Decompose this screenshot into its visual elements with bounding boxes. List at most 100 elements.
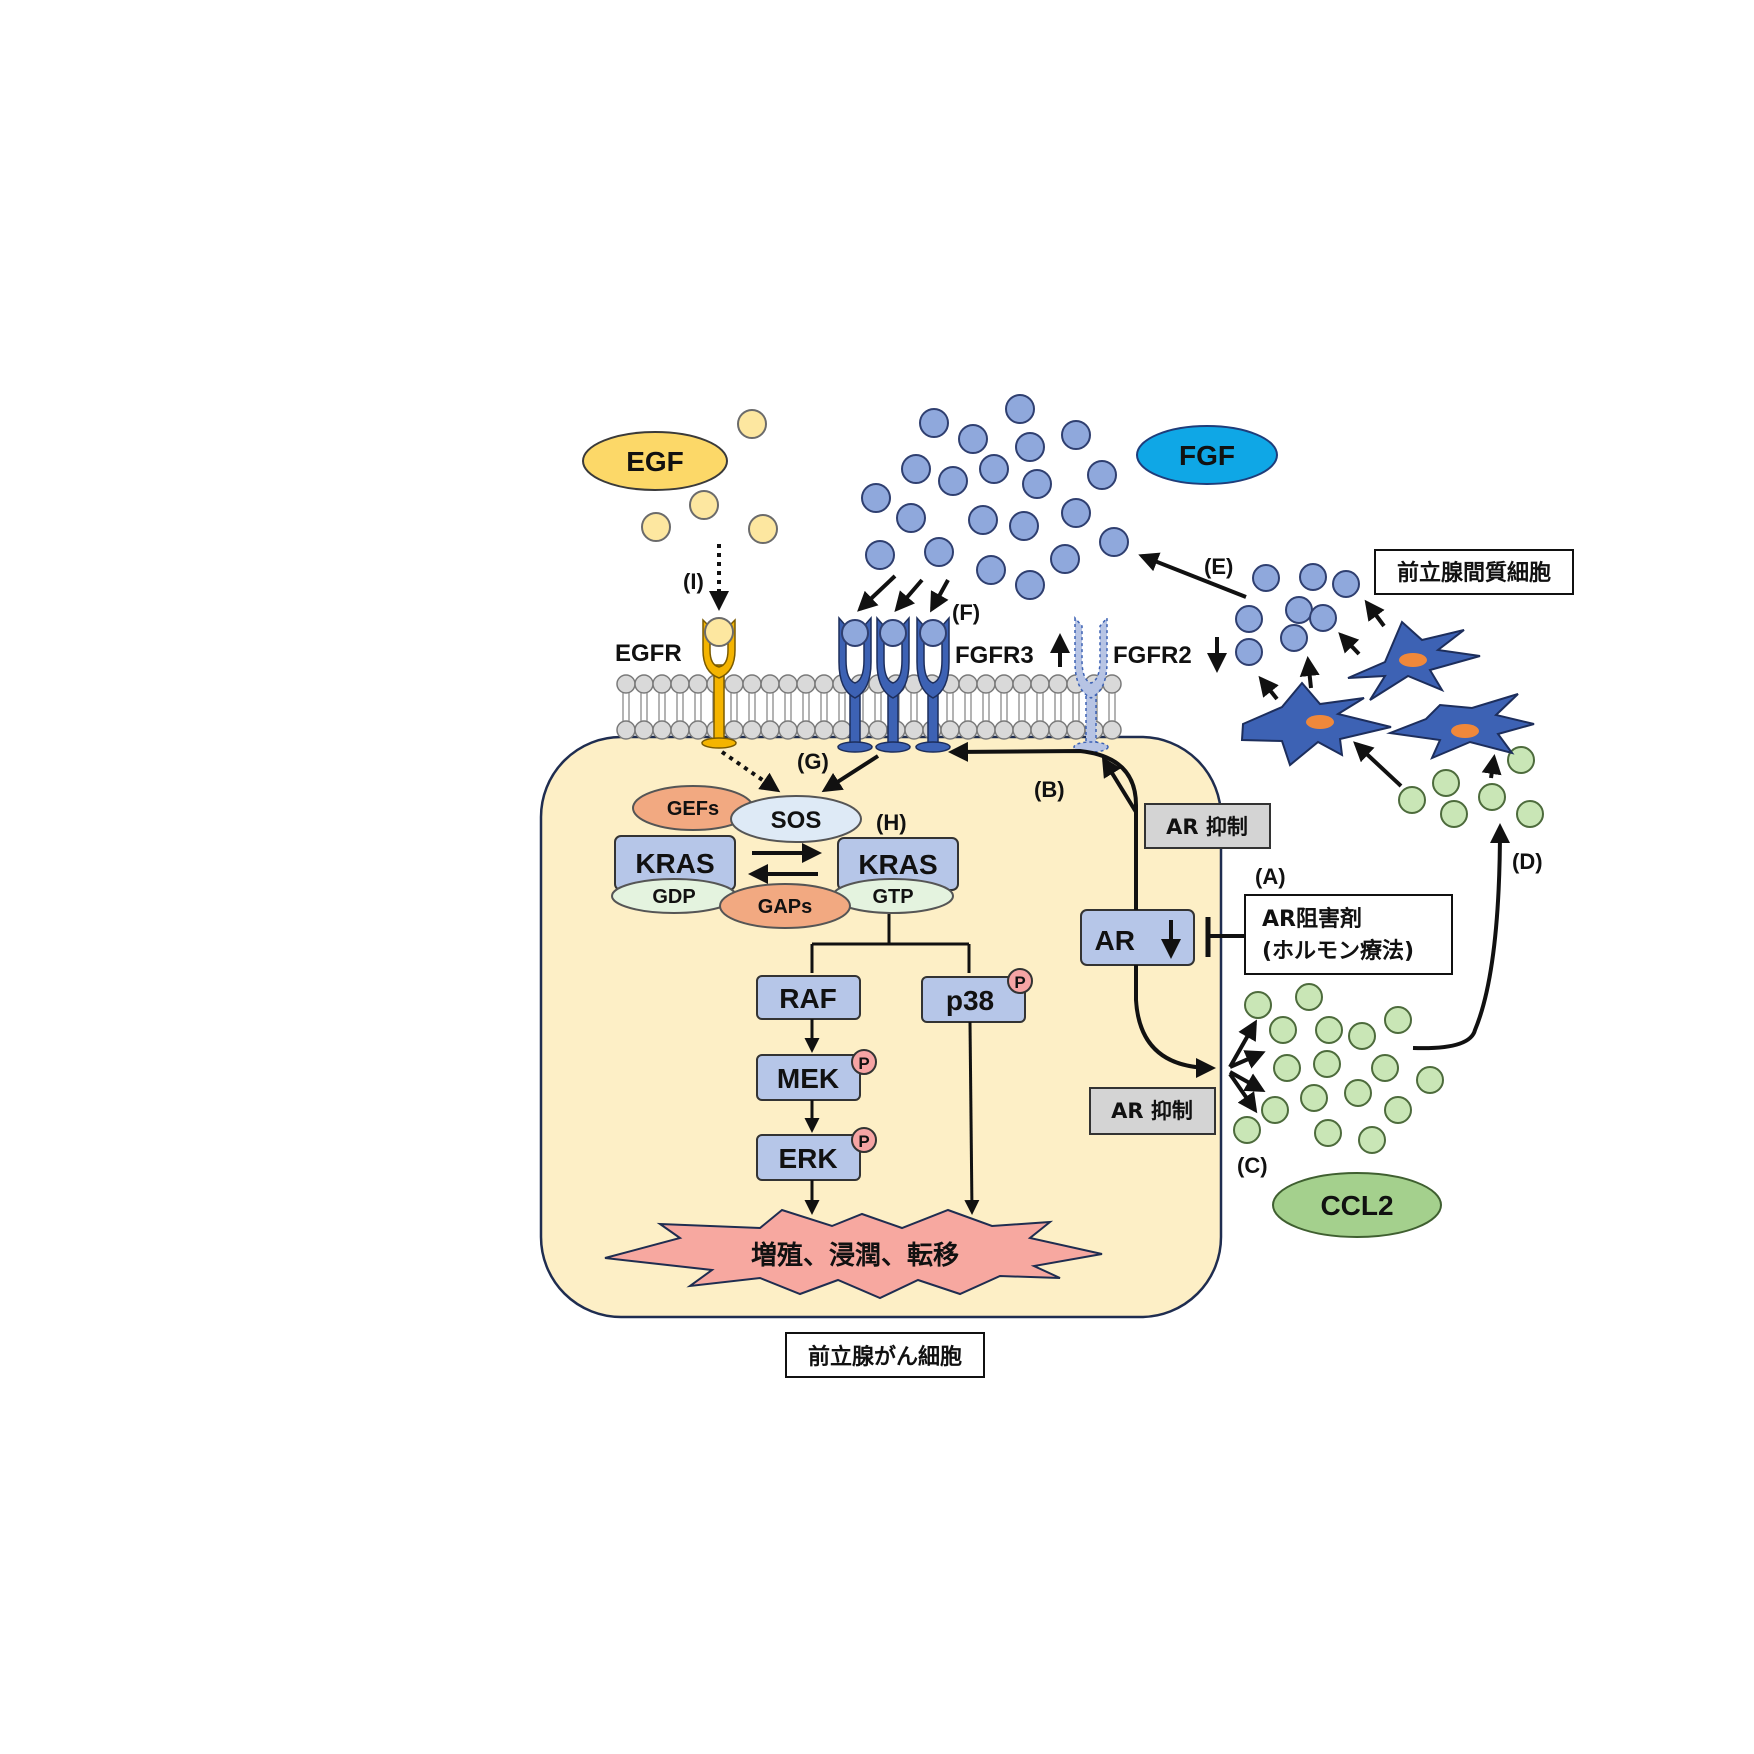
lipid-head <box>634 674 654 694</box>
cell-membrane <box>616 674 1122 740</box>
stromal-nucleus-2 <box>1399 653 1427 667</box>
lipid-tail <box>1036 712 1044 721</box>
raf-label: RAF <box>779 983 837 1014</box>
lipid-head <box>1012 674 1032 694</box>
stromal-fgf-arrows <box>1138 552 1386 701</box>
lipid-tail <box>676 693 684 712</box>
lipid-head <box>670 674 690 694</box>
gaps-ellipse <box>719 883 851 929</box>
ccl2-ligands <box>1233 983 1444 1154</box>
kras-gdp-label: KRAS <box>635 848 714 879</box>
fgfr2-receptor <box>1073 616 1109 753</box>
ar-inhibitor-box <box>1244 894 1453 975</box>
lipid-head <box>616 674 636 694</box>
lipid-head <box>832 720 852 740</box>
lipid-head <box>742 674 762 694</box>
lipid-tail <box>1054 712 1062 721</box>
step-label-g: (G) <box>797 749 829 774</box>
mek-phospho <box>851 1049 877 1075</box>
step-label-i: (I) <box>683 569 704 594</box>
ar-suppression-box-1 <box>1144 803 1271 849</box>
egf-ellipse <box>582 431 728 491</box>
fgf-ellipse <box>1136 425 1278 485</box>
lipid-tail <box>1018 712 1026 721</box>
lipid-tail <box>874 693 882 712</box>
step-label-h: (H) <box>876 810 907 835</box>
step-label-c: (C) <box>1237 1153 1268 1178</box>
lipid-head <box>1030 674 1050 694</box>
raf-box <box>756 975 861 1020</box>
stromal-cell-label-box <box>1374 549 1574 595</box>
outcome-label: 増殖、浸潤、転移 <box>751 1240 959 1271</box>
fgfr3-receptors <box>837 616 951 753</box>
lipid-tail <box>784 693 792 712</box>
lipid-tail <box>1036 693 1044 712</box>
lipid-head <box>1102 674 1122 694</box>
gaps-label: GAPs <box>758 896 812 918</box>
step-label-b: (B) <box>1034 777 1065 802</box>
lipid-head <box>724 674 744 694</box>
lipid-head <box>940 720 960 740</box>
lipid-head <box>796 674 816 694</box>
ar-to-fgfr2-path <box>1101 756 1138 814</box>
lipid-head <box>724 720 744 740</box>
mek-phospho-label: P <box>858 1054 869 1073</box>
lipid-tail <box>1108 693 1116 712</box>
cancer-cell-label-box <box>785 1332 985 1378</box>
lipid-tail <box>1108 712 1116 721</box>
lipid-tail <box>694 712 702 721</box>
step-label-d: (D) <box>1512 849 1543 874</box>
ar-inhibitor-line2: (ホルモン療法) <box>1262 938 1414 964</box>
lipid-head <box>904 720 924 740</box>
ar-label: AR <box>1095 925 1135 956</box>
lipid-tail <box>820 712 828 721</box>
lipid-head <box>634 720 654 740</box>
p38-to-outcome-arrow <box>964 1021 980 1215</box>
step-label-f: (F) <box>952 600 980 625</box>
lipid-tail <box>1054 693 1062 712</box>
ccl2-near-stroma <box>1398 746 1544 828</box>
lipid-head <box>760 720 780 740</box>
lipid-head <box>778 674 798 694</box>
lipid-head <box>814 674 834 694</box>
lipid-head <box>976 674 996 694</box>
lipid-tail <box>622 693 630 712</box>
lipid-tail <box>748 693 756 712</box>
lipid-head <box>1030 720 1050 740</box>
fgfr2-label: FGFR2 <box>1113 642 1192 669</box>
lipid-tail <box>748 712 756 721</box>
gefs-label: GEFs <box>667 798 719 820</box>
ar-to-fgfr3-path <box>948 741 1138 910</box>
egfr-to-sos-arrow <box>720 750 781 793</box>
ar-suppression-label-2: AR 抑制 <box>1111 1099 1193 1123</box>
erk-box <box>756 1134 861 1181</box>
fgf-ligands <box>861 394 1129 600</box>
lipid-head <box>688 674 708 694</box>
lipid-tail <box>622 712 630 721</box>
lipid-tail <box>1018 693 1026 712</box>
lipid-head <box>994 674 1014 694</box>
egf-ligands <box>641 409 778 544</box>
kras-gtp-label: KRAS <box>858 849 937 880</box>
lipid-tail <box>694 693 702 712</box>
lipid-head <box>958 720 978 740</box>
lipid-head <box>652 720 672 740</box>
ccl2-label: CCL2 <box>1320 1190 1393 1221</box>
stromal-nucleus-3 <box>1451 724 1479 738</box>
p38-phospho <box>1007 968 1033 994</box>
ccl2-stroma-arrows <box>1353 741 1502 788</box>
lipid-head <box>994 720 1014 740</box>
lipid-tail <box>964 693 972 712</box>
lipid-tail <box>1072 693 1080 712</box>
lipid-tail <box>730 712 738 721</box>
lipid-head <box>652 674 672 694</box>
lipid-tail <box>640 712 648 721</box>
lipid-tail <box>766 712 774 721</box>
lipid-tail <box>910 693 918 712</box>
cancer-cell-label: 前立腺がん細胞 <box>808 1344 962 1370</box>
sos-label: SOS <box>771 807 822 834</box>
fgfr3-to-sos-arrow <box>821 754 880 793</box>
lipid-head <box>796 720 816 740</box>
ar-suppression-label-1: AR 抑制 <box>1166 815 1248 839</box>
